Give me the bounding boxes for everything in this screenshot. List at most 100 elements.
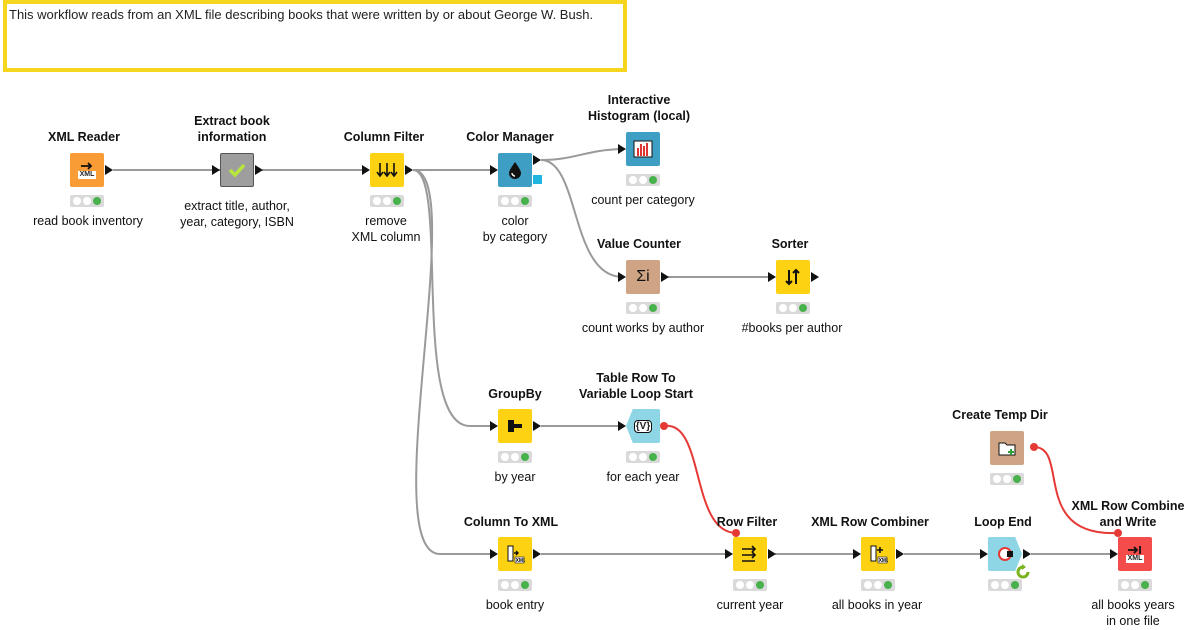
xml-writer-icon[interactable]: XML <box>1118 537 1152 571</box>
status-indicator <box>861 579 895 591</box>
variable-input-port[interactable] <box>1114 529 1122 537</box>
output-port[interactable] <box>533 421 541 431</box>
input-port[interactable] <box>362 165 370 175</box>
loop-start-icon[interactable]: {V} <box>626 409 660 443</box>
edge-colormanager-histogram <box>540 148 623 161</box>
icon-text: {V} <box>633 419 653 433</box>
variable-output-port[interactable] <box>660 422 668 430</box>
column-filter-icon[interactable] <box>370 153 404 187</box>
input-port[interactable] <box>853 549 861 559</box>
xml-combiner-icon[interactable]: XML <box>861 537 895 571</box>
node-title: GroupBy <box>488 387 542 401</box>
input-port[interactable] <box>490 421 498 431</box>
status-indicator <box>370 195 404 207</box>
status-indicator <box>626 451 660 463</box>
checkmark-icon[interactable] <box>220 153 254 187</box>
node-label: all books years in one file <box>1091 598 1175 628</box>
output-port[interactable] <box>533 155 541 165</box>
status-indicator <box>990 473 1024 485</box>
input-port[interactable] <box>618 144 626 154</box>
input-port[interactable] <box>212 165 220 175</box>
output-port[interactable] <box>105 165 113 175</box>
node-label: for each year <box>606 470 680 484</box>
input-port[interactable] <box>618 272 626 282</box>
status-indicator <box>498 451 532 463</box>
icon-text: XML <box>77 171 97 179</box>
icon-text: XML <box>1125 555 1145 563</box>
node-label: count works by author <box>581 321 705 335</box>
node-title: Row Filter <box>716 515 778 529</box>
sigma-icon[interactable]: Σi <box>626 260 660 294</box>
output-port[interactable] <box>533 549 541 559</box>
node-label: count per category <box>591 193 695 207</box>
variable-input-port[interactable] <box>732 529 740 537</box>
output-port[interactable] <box>255 165 263 175</box>
status-indicator <box>626 302 660 314</box>
arrow-right-icon <box>81 162 93 170</box>
node-title: Column Filter <box>343 130 425 144</box>
input-port[interactable] <box>618 421 626 431</box>
status-indicator <box>70 195 104 207</box>
node-title: Extract book information <box>194 114 270 144</box>
loop-end-icon[interactable] <box>988 537 1022 571</box>
edge-columnfilter-columntoxml <box>412 169 496 555</box>
node-label: read book inventory <box>33 214 143 228</box>
groupby-icon[interactable] <box>498 409 532 443</box>
output-port[interactable] <box>811 272 819 282</box>
folder-plus-icon[interactable] <box>990 431 1024 465</box>
node-label: extract title, author, year, category, I… <box>180 199 294 229</box>
node-title: XML Row Combiner <box>811 515 929 529</box>
histogram-icon[interactable] <box>626 132 660 166</box>
node-label: all books in year <box>831 598 923 612</box>
edge-colormanager-valuecounter <box>540 159 623 278</box>
input-port[interactable] <box>1110 549 1118 559</box>
droplet-icon[interactable] <box>498 153 532 187</box>
column-to-xml-icon[interactable]: XML <box>498 537 532 571</box>
output-port[interactable] <box>661 272 669 282</box>
variable-edge-createtemp-writer <box>1033 446 1119 535</box>
xml-reader-icon[interactable]: XML <box>70 153 104 187</box>
node-title: Create Temp Dir <box>952 408 1048 422</box>
node-label: color by category <box>482 214 548 244</box>
node-title: Column To XML <box>463 515 559 529</box>
status-indicator <box>498 195 532 207</box>
input-port[interactable] <box>490 165 498 175</box>
node-label: book entry <box>485 598 545 612</box>
output-port[interactable] <box>405 165 413 175</box>
input-port[interactable] <box>768 272 776 282</box>
status-indicator <box>626 174 660 186</box>
output-port[interactable] <box>768 549 776 559</box>
row-filter-icon[interactable] <box>733 537 767 571</box>
variable-output-port[interactable] <box>1030 443 1038 451</box>
status-indicator <box>988 579 1022 591</box>
node-title: Color Manager <box>466 130 554 144</box>
variable-edge-loopstart-rowfilter <box>663 424 737 534</box>
status-indicator <box>733 579 767 591</box>
node-title: Sorter <box>771 237 809 251</box>
status-indicator <box>776 302 810 314</box>
annotation-text: This workflow reads from an XML file des… <box>9 7 594 22</box>
node-title: Value Counter <box>596 237 682 251</box>
input-port[interactable] <box>490 549 498 559</box>
svg-text:XML: XML <box>879 558 888 564</box>
output-port[interactable] <box>896 549 904 559</box>
node-label: by year <box>494 470 536 484</box>
node-title: Loop End <box>974 515 1032 529</box>
node-label: current year <box>716 598 784 612</box>
node-title: XML Reader <box>47 130 120 144</box>
svg-text:XML: XML <box>516 558 525 564</box>
workflow-annotation[interactable]: This workflow reads from an XML file des… <box>3 0 627 72</box>
icon-text: Σi <box>636 268 650 285</box>
output-port[interactable] <box>1023 549 1031 559</box>
node-title: Interactive Histogram (local) <box>587 93 691 123</box>
model-output-port[interactable] <box>533 175 542 184</box>
sort-icon[interactable] <box>776 260 810 294</box>
node-title: XML Row Combine and Write <box>1071 499 1185 529</box>
arrow-into-icon <box>1128 546 1141 554</box>
node-title: Table Row To Variable Loop Start <box>579 371 693 401</box>
input-port[interactable] <box>725 549 733 559</box>
node-label: remove XML column <box>351 214 421 244</box>
node-label: #books per author <box>741 321 843 335</box>
input-port[interactable] <box>980 549 988 559</box>
